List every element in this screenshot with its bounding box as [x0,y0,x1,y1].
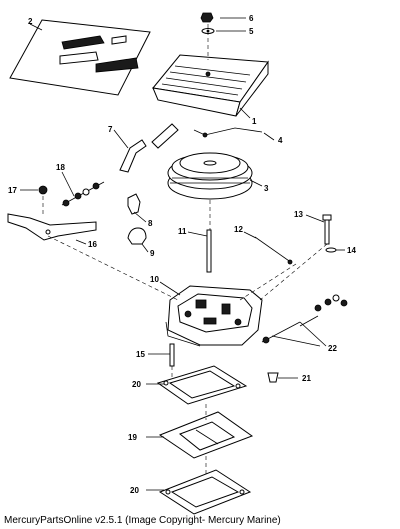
part-17-nut [38,185,48,195]
part-4-vent-tube [193,127,263,138]
part-6-nut [200,12,214,23]
part-7-hose [119,139,147,173]
part-18-fitting-group [61,181,105,207]
callout-3: 3 [264,184,269,193]
part-14-washer [325,247,337,253]
part-20-gasket-lower [158,469,252,515]
callout-18: 18 [56,163,65,172]
part-7-hose-straight [151,123,179,149]
part-16-throttle-bracket [7,213,97,241]
part-1-flame-arrestor-cover [152,54,269,117]
callout-8: 8 [148,219,153,228]
part-20-gasket-upper [156,365,248,405]
callout-19: 19 [128,433,137,442]
callout-21: 21 [302,374,311,383]
callout-1: 1 [252,117,257,126]
part-15-stud [169,343,175,367]
callout-15: 15 [136,350,145,359]
callout-10: 10 [150,275,159,284]
copyright-footer: MercuryPartsOnline v2.5.1 (Image Copyrig… [4,515,281,526]
assembly-guide-lines [42,24,328,474]
part-8-elbow-fitting [127,193,141,215]
callout-20-upper: 20 [132,380,141,389]
callout-9: 9 [150,249,155,258]
callout-16: 16 [88,240,97,249]
part-21-plug [267,372,279,383]
callout-4: 4 [278,136,283,145]
part-3-flame-arrestor [167,152,253,200]
part-19-spacer-plate [158,411,254,459]
callout-7: 7 [108,125,113,134]
part-22-fitting-group [261,294,348,344]
callout-13: 13 [294,210,303,219]
callout-22: 22 [328,344,337,353]
callout-20-lower: 20 [130,486,139,495]
callout-17: 17 [8,186,17,195]
part-13-bolt [322,214,332,245]
part-11-stud [206,229,212,273]
part-10-carburetor [165,285,263,347]
callout-leaders [20,17,345,491]
callout-labels: 1 2 3 4 5 6 7 8 9 10 11 12 13 14 15 16 1… [8,14,356,495]
callout-6: 6 [249,14,254,23]
part-12-rod [254,236,293,265]
callout-2: 2 [28,17,33,26]
callout-12: 12 [234,225,243,234]
part-2-decal-sheet [9,19,151,96]
callout-14: 14 [347,246,356,255]
callout-11: 11 [178,227,187,236]
callout-5: 5 [249,27,254,36]
part-9-rubber-boot [127,227,147,245]
